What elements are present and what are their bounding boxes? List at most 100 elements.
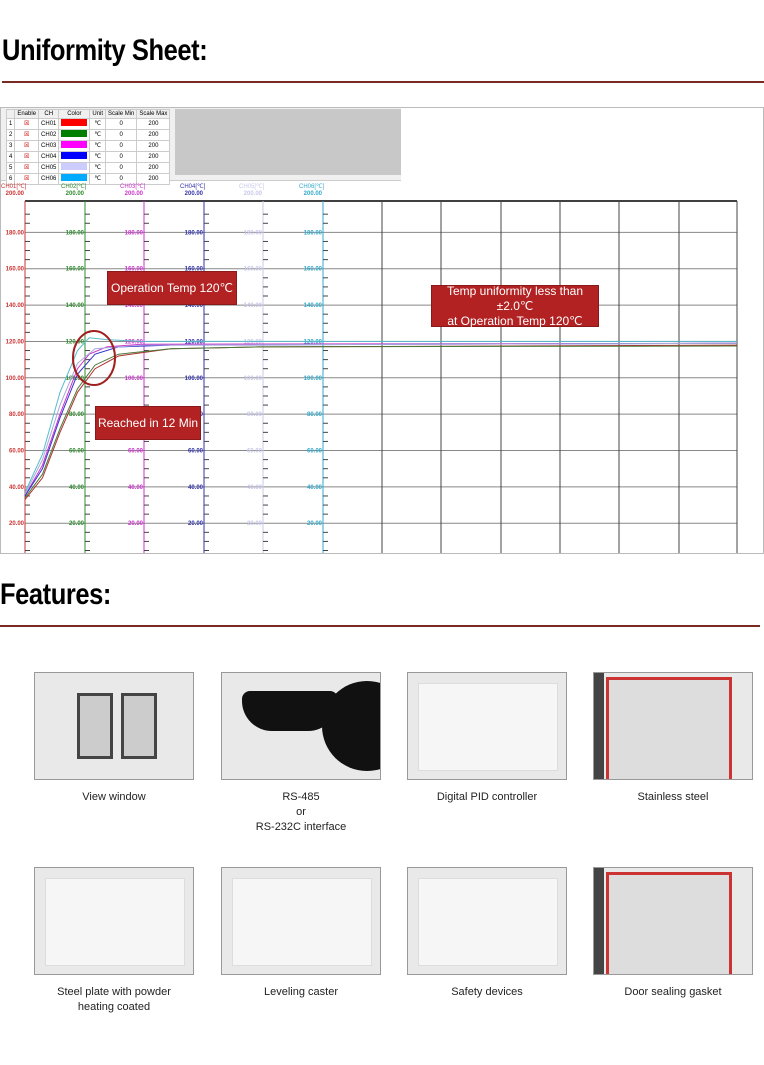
feature-caption: Stainless steel bbox=[637, 791, 709, 803]
y-tick-label: 80.00 bbox=[307, 412, 323, 418]
feature-card: Safety devices bbox=[407, 867, 567, 1000]
series-line-ch03 bbox=[24, 342, 738, 497]
channel-color-swatch bbox=[58, 140, 91, 152]
y-tick-label: 60.00 bbox=[188, 449, 204, 455]
color-swatch bbox=[61, 152, 88, 159]
feature-card: Digital PID controller bbox=[407, 672, 567, 805]
y-tick-label: 100.00 bbox=[185, 376, 204, 382]
divider bbox=[0, 625, 760, 627]
config-cell-ch: CH05 bbox=[38, 162, 60, 174]
y-tick-label: 180.00 bbox=[304, 230, 323, 236]
callout-uniformity: Temp uniformity less than ±2.0℃ at Opera… bbox=[431, 283, 599, 328]
y-tick-label: 140.00 bbox=[6, 303, 25, 309]
y-tick-label: 60.00 bbox=[307, 449, 323, 455]
y-tick-label: 200.00 bbox=[304, 191, 323, 197]
y-tick-label: 20.00 bbox=[9, 521, 25, 527]
y-tick-label: 140.00 bbox=[304, 303, 323, 309]
y-tick-label: 20.00 bbox=[128, 521, 144, 527]
feature-caption: Digital PID controller bbox=[436, 791, 538, 803]
callout-uniformity-line1: Temp uniformity less than ±2.0℃ bbox=[446, 283, 584, 313]
pid-controller-image bbox=[407, 672, 567, 780]
y-tick-label: 40.00 bbox=[69, 485, 85, 491]
feature-card: Leveling caster bbox=[221, 867, 381, 1000]
features-heading: Features: bbox=[0, 578, 111, 611]
y-tick-label: 120.00 bbox=[6, 339, 25, 345]
y-tick-label: 60.00 bbox=[247, 449, 263, 455]
color-swatch bbox=[61, 174, 88, 181]
axis-title-1: CH01[℃] bbox=[1, 184, 27, 190]
y-tick-label: 80.00 bbox=[69, 412, 85, 418]
y-tick-label: 100.00 bbox=[244, 376, 263, 382]
feature-card: RS-485 or RS-232C interface bbox=[221, 672, 381, 835]
y-tick-label: 80.00 bbox=[9, 412, 25, 418]
y-tick-label: 60.00 bbox=[128, 449, 144, 455]
y-tick-label: 200.00 bbox=[125, 191, 144, 197]
y-tick-label: 160.00 bbox=[6, 267, 25, 273]
leveling-caster-image bbox=[221, 867, 381, 975]
config-cell-n: 6 bbox=[5, 173, 16, 185]
y-tick-label: 120.00 bbox=[125, 339, 144, 345]
feature-caption: View window bbox=[82, 791, 146, 803]
config-cell-unit: ℃ bbox=[89, 140, 107, 152]
feature-caption: Steel plate with powder heating coated bbox=[57, 986, 171, 1013]
config-empty-area bbox=[175, 109, 401, 175]
color-swatch bbox=[61, 119, 88, 126]
y-tick-label: 160.00 bbox=[66, 267, 85, 273]
y-tick-label: 140.00 bbox=[244, 303, 263, 309]
config-cell-min: 0 bbox=[105, 173, 138, 185]
y-tick-label: 40.00 bbox=[9, 485, 25, 491]
y-tick-label: 180.00 bbox=[185, 230, 204, 236]
y-tick-label: 20.00 bbox=[247, 521, 263, 527]
uniformity-sheet-heading: Uniformity Sheet: bbox=[2, 34, 208, 67]
callout-reached-time: Reached in 12 Min bbox=[95, 406, 201, 440]
y-tick-label: 20.00 bbox=[69, 521, 85, 527]
enable-checkbox[interactable]: ☒ bbox=[14, 173, 40, 185]
feature-caption: Safety devices bbox=[451, 986, 523, 998]
color-swatch bbox=[61, 163, 88, 170]
y-tick-label: 160.00 bbox=[244, 267, 263, 273]
axis-title-2: CH02[℃] bbox=[61, 184, 87, 190]
callout-operation-temp: Operation Temp 120℃ bbox=[107, 271, 237, 305]
y-tick-label: 200.00 bbox=[66, 191, 85, 197]
feature-caption: Leveling caster bbox=[264, 986, 338, 998]
config-cell-ch: CH06 bbox=[38, 173, 60, 185]
y-tick-label: 100.00 bbox=[6, 376, 25, 382]
y-tick-label: 140.00 bbox=[66, 303, 85, 309]
y-tick-label: 40.00 bbox=[307, 485, 323, 491]
serial-connector-image bbox=[221, 672, 381, 780]
axis-title-5: CH05[℃] bbox=[239, 184, 265, 190]
feature-card: Steel plate with powder heating coated bbox=[34, 867, 194, 1015]
color-swatch bbox=[61, 130, 88, 137]
axis-title-6: CH06[℃] bbox=[299, 184, 325, 190]
y-tick-label: 180.00 bbox=[244, 230, 263, 236]
divider bbox=[2, 81, 764, 83]
y-tick-label: 100.00 bbox=[125, 376, 144, 382]
config-cell-ch: CH04 bbox=[38, 151, 60, 163]
y-tick-label: 60.00 bbox=[69, 449, 85, 455]
callout-uniformity-line2: at Operation Temp 120℃ bbox=[447, 313, 583, 328]
config-cell-max: 200 bbox=[136, 173, 171, 185]
y-tick-label: 140.00 bbox=[185, 303, 204, 309]
y-tick-label: 160.00 bbox=[125, 267, 144, 273]
safety-devices-image bbox=[407, 867, 567, 975]
y-tick-label: 140.00 bbox=[125, 303, 144, 309]
color-swatch bbox=[61, 141, 88, 148]
highlight-circle bbox=[72, 330, 116, 386]
axis-title-4: CH04[℃] bbox=[180, 184, 206, 190]
stainless-steel-image bbox=[593, 672, 753, 780]
y-tick-label: 40.00 bbox=[128, 485, 144, 491]
y-tick-label: 180.00 bbox=[125, 230, 144, 236]
steel-plate-image bbox=[34, 867, 194, 975]
y-tick-label: 60.00 bbox=[9, 449, 25, 455]
y-tick-label: 180.00 bbox=[6, 230, 25, 236]
feature-card: Stainless steel bbox=[593, 672, 753, 805]
y-tick-label: 20.00 bbox=[188, 521, 204, 527]
y-tick-label: 120.00 bbox=[244, 339, 263, 345]
